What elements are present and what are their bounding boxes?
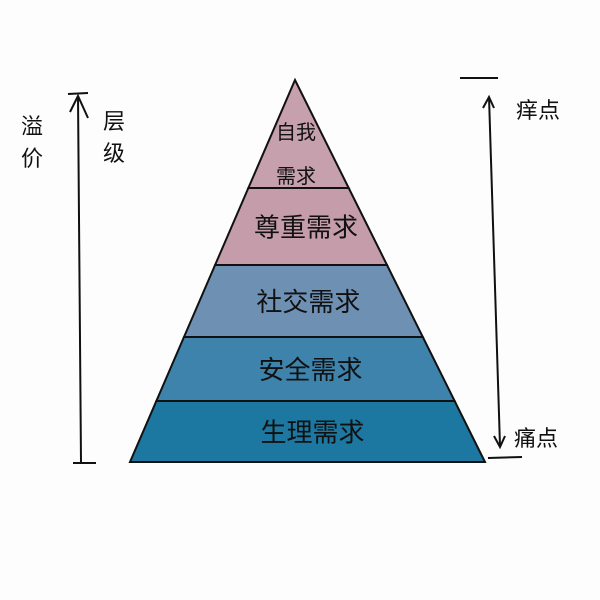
pyramid-level-4: 安全需求	[154, 336, 457, 402]
pyramid-level-label: 生理需求	[260, 419, 364, 449]
itch-point-label: 痒点	[516, 99, 560, 124]
pyramid-level-3: 社交需求	[182, 264, 425, 338]
pyramid-level-2: 尊重需求	[213, 187, 389, 266]
pyramid-level-label: 社交需求	[256, 288, 360, 318]
pain-point-label: 痛点	[514, 427, 558, 452]
pyramid-level-label: 尊重需求	[254, 214, 358, 244]
right-double-arrow	[460, 77, 523, 459]
pyramid-level-5: 生理需求	[128, 400, 487, 463]
level-label: 层级	[102, 110, 125, 167]
pyramid-level-label: 自我需求	[276, 120, 316, 188]
premium-label: 溢价	[20, 115, 43, 172]
pyramid-level-label: 安全需求	[258, 356, 362, 386]
pyramid-band	[128, 400, 487, 463]
left-up-arrow	[67, 92, 96, 464]
